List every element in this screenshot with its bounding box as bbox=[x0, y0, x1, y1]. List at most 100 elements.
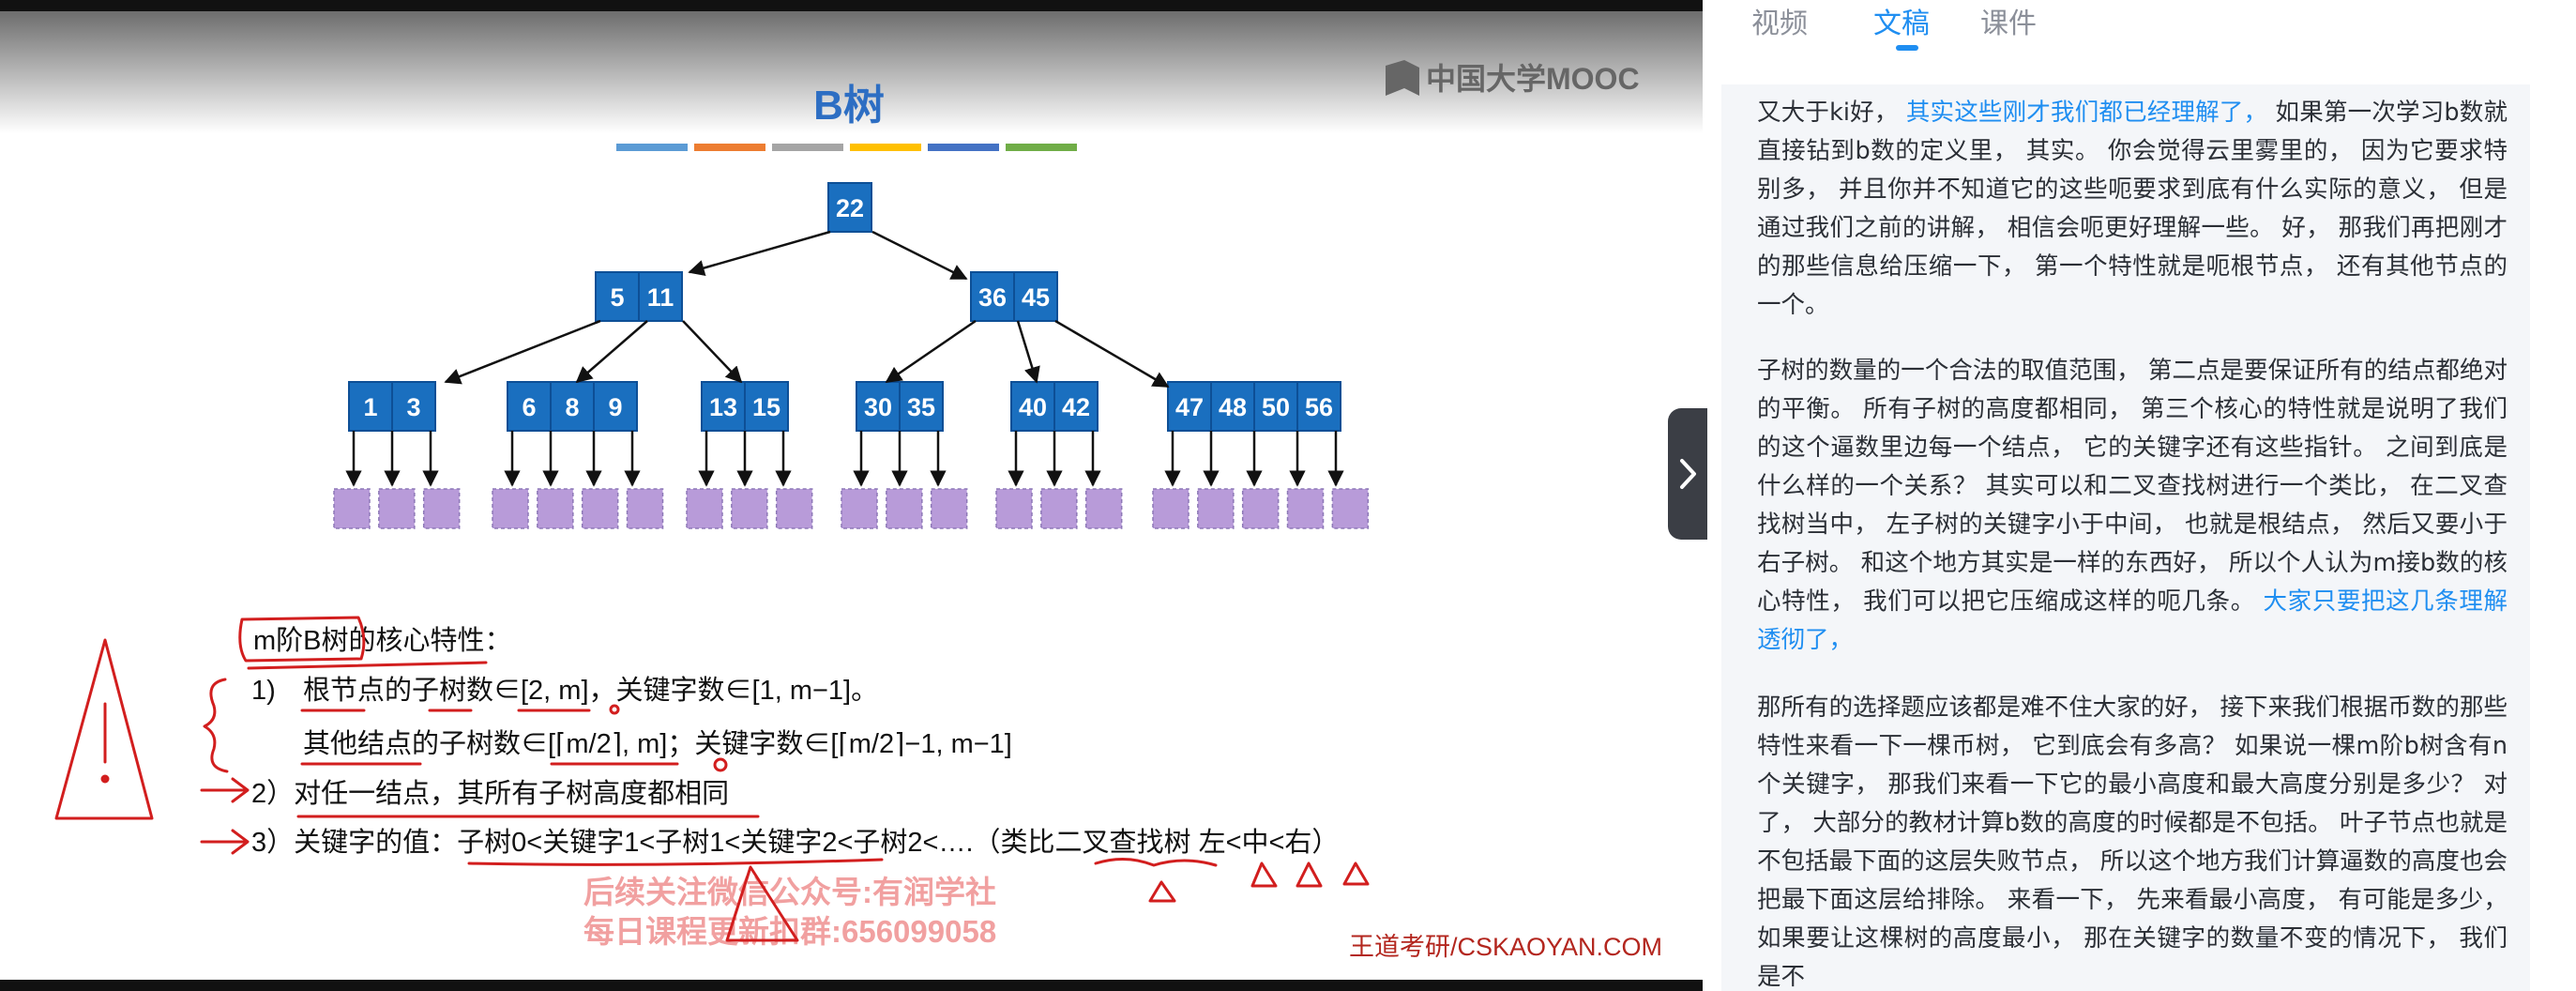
side-panel: 视频 文稿 课件 又大于ki好， 其实这些刚才我们都已经理解了， 如果第一次学习… bbox=[1721, 0, 2576, 991]
watermark-wechat: 后续关注微信公众号:有润学社 bbox=[583, 875, 996, 909]
tree-failure-node bbox=[686, 488, 723, 529]
tree-key: 15 bbox=[752, 393, 780, 421]
tree-leaf-node: 30 35 bbox=[856, 381, 944, 432]
tab-courseware[interactable]: 课件 bbox=[1980, 8, 2037, 40]
tab-video[interactable]: 视频 bbox=[1751, 8, 1808, 40]
tree-key: 40 bbox=[1019, 393, 1047, 421]
tree-key: 36 bbox=[978, 283, 1007, 312]
tree-key-cell bbox=[638, 271, 683, 322]
tree-failure-node bbox=[1197, 488, 1235, 529]
tree-key: 3 bbox=[406, 393, 420, 421]
tree-key: 11 bbox=[647, 283, 674, 312]
tree-key: 50 bbox=[1262, 393, 1290, 421]
tree-edge bbox=[1054, 319, 1170, 389]
tree-key: 6 bbox=[522, 393, 536, 421]
active-tab-indicator bbox=[1896, 45, 1918, 51]
transcript-text: 子树的数量的一个合法的取值范围， 第二点是要保证所有的结点都绝对的平衡。 所有子… bbox=[1757, 357, 2508, 616]
tree-key-cell bbox=[899, 381, 944, 432]
tree-failure-node bbox=[537, 488, 574, 529]
tree-key: 47 bbox=[1175, 393, 1204, 421]
tree-key-cell bbox=[970, 271, 1015, 322]
tree-edge bbox=[444, 319, 601, 385]
tree-internal-node: 5 11 bbox=[595, 271, 683, 322]
tree-key: 22 bbox=[836, 194, 864, 222]
tree-root-node: 22 bbox=[827, 182, 872, 233]
tree-failure-node bbox=[422, 488, 461, 529]
tab-transcript[interactable]: 文稿 bbox=[1873, 8, 1930, 40]
transcript-paragraph-2: 子树的数量的一个合法的取值范围， 第二点是要保证所有的结点都绝对的平衡。 所有子… bbox=[1757, 352, 2508, 660]
property-1-number: 1) bbox=[251, 676, 276, 706]
tree-key-cell bbox=[391, 381, 436, 432]
tree-failure-node bbox=[841, 488, 878, 529]
tree-key-cell bbox=[1296, 381, 1341, 432]
transcript-highlight: 其实这些刚才我们都已经理解了， bbox=[1905, 99, 2268, 127]
slide-credit: 王道考研/CSKAOYAN.COM bbox=[1349, 933, 1662, 961]
property-1-line1: 根节点的子树数∈[2, m]，关键字数∈[1, m−1]。 bbox=[303, 675, 878, 706]
tree-key: 42 bbox=[1062, 393, 1090, 421]
transcript-highlight: 大家只要把这几条理解透彻了， bbox=[1757, 587, 2508, 654]
title-color-bars bbox=[616, 144, 1077, 151]
properties-heading: m阶B树的核心特性： bbox=[253, 625, 512, 656]
tree-internal-node: 36 45 bbox=[970, 271, 1058, 322]
tree-key-cell bbox=[507, 381, 552, 432]
tree-failure-node bbox=[1040, 488, 1078, 529]
transcript-text: 那所有的选择题应该都是难不住大家的好， 接下来我们根据币数的那些特性来看一下一棵… bbox=[1757, 694, 2508, 991]
tree-edge bbox=[885, 319, 977, 384]
tree-key: 30 bbox=[864, 393, 892, 421]
transcript-paragraph-3: 那所有的选择题应该都是难不住大家的好， 接下来我们根据币数的那些特性来看一下一棵… bbox=[1757, 689, 2508, 991]
property-2: 2）对任一结点，其所有子树高度都相同 bbox=[251, 778, 729, 809]
tree-key-cell bbox=[1053, 381, 1099, 432]
tree-failure-node bbox=[886, 488, 923, 529]
tree-key-cell bbox=[1010, 381, 1055, 432]
tree-key: 9 bbox=[608, 393, 622, 421]
transcript-text: 如果第一次学习b数就直接钻到b数的定义里， 其实。 你会觉得云里雾里的， 因为它… bbox=[1757, 99, 2508, 319]
property-3: 3）关键字的值：子树0<关键字1<子树1<关键字2<子树2<….（类比二叉查找树… bbox=[251, 827, 1339, 858]
mooc-logo-text: 中国大学MOOC bbox=[1426, 62, 1640, 96]
tree-failure-node bbox=[1286, 488, 1325, 529]
tree-leaf-node: 13 15 bbox=[701, 381, 789, 432]
tree-key-cell bbox=[827, 182, 872, 233]
tree-edge bbox=[575, 320, 648, 384]
tree-key: 48 bbox=[1219, 393, 1247, 421]
transcript-text: 又大于ki好， bbox=[1757, 99, 1906, 127]
tree-edge bbox=[682, 320, 743, 384]
tree-edge bbox=[1016, 320, 1040, 384]
slide-title: B树 bbox=[813, 83, 885, 129]
tree-key-cell bbox=[701, 381, 746, 432]
property-1-line2: 其他结点的子树数∈[⌈m/2⌉, m]；关键字数∈[⌈m/2⌉−1, m−1] bbox=[303, 728, 1012, 759]
tree-key-cell bbox=[744, 381, 789, 432]
tree-failure-node bbox=[1241, 488, 1280, 529]
tree-failure-node bbox=[333, 488, 371, 529]
chevron-right-icon bbox=[1680, 459, 1696, 489]
mooc-logo: 中国大学MOOC bbox=[1386, 60, 1640, 96]
tree-failure-node bbox=[1152, 488, 1190, 529]
tree-leaf-node: 40 42 bbox=[1010, 381, 1099, 432]
tree-key: 1 bbox=[363, 393, 377, 421]
tree-key-cell bbox=[1013, 271, 1058, 322]
tree-key-cell bbox=[856, 381, 901, 432]
tree-failure-node bbox=[775, 488, 813, 529]
tree-failure-node bbox=[581, 488, 619, 529]
tree-failure-node bbox=[492, 488, 529, 529]
tree-failure-node bbox=[1084, 488, 1123, 529]
tree-key: 35 bbox=[907, 393, 935, 421]
tree-key-cell bbox=[1253, 381, 1298, 432]
tree-key: 5 bbox=[610, 283, 624, 312]
tree-key: 45 bbox=[1022, 283, 1050, 312]
tree-failure-node bbox=[378, 488, 416, 529]
next-arrow-button[interactable] bbox=[1668, 408, 1707, 540]
transcript-content[interactable]: 又大于ki好， 其实这些刚才我们都已经理解了， 如果第一次学习b数就直接钻到b数… bbox=[1721, 84, 2530, 991]
tree-key-cell bbox=[348, 381, 393, 432]
tree-edge bbox=[688, 230, 831, 277]
watermark-qq-group: 每日课程更新扣群:656099058 bbox=[583, 914, 996, 949]
tree-failure-node bbox=[1331, 488, 1370, 529]
tree-failure-node bbox=[626, 488, 664, 529]
tree-key: 13 bbox=[709, 393, 737, 421]
tree-key-cell bbox=[1210, 381, 1255, 432]
